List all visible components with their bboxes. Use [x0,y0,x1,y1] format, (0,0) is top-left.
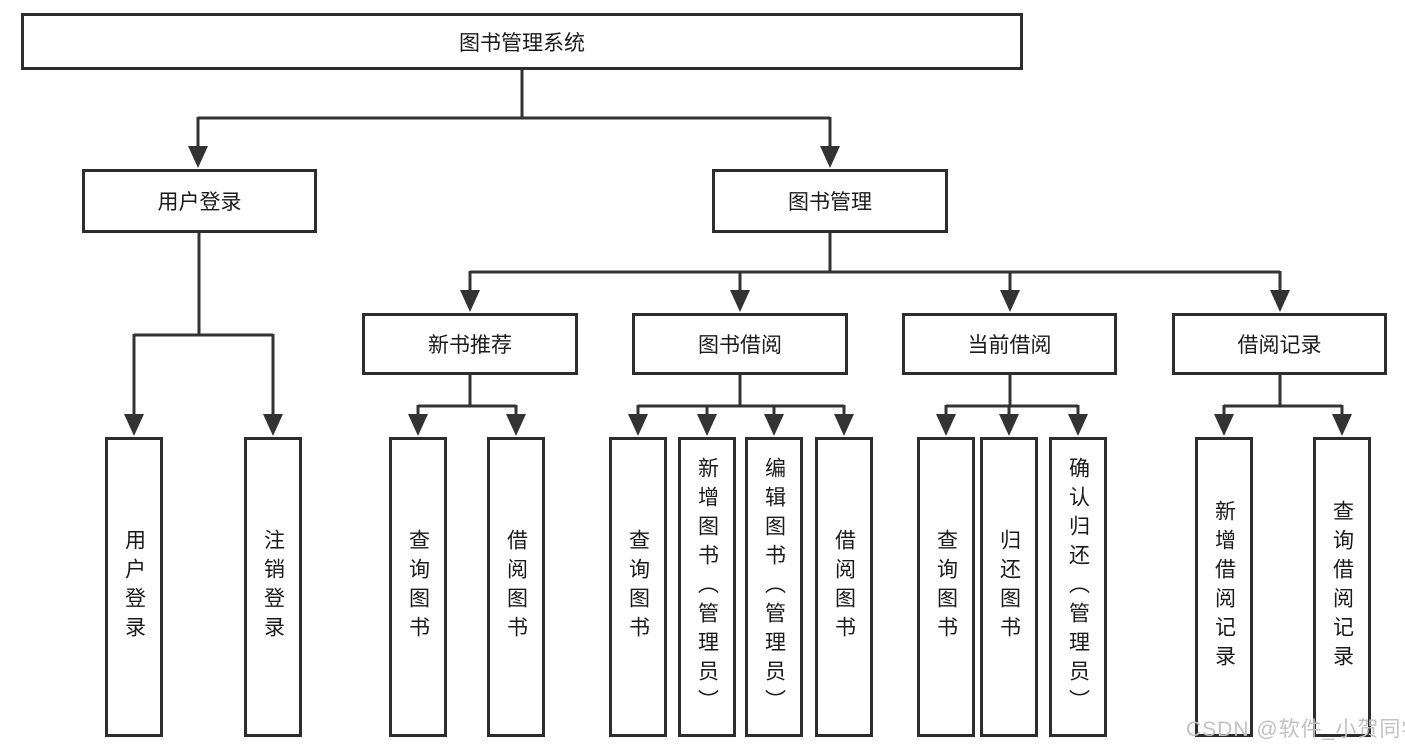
node-book-borrowing: 图书借阅 [632,313,848,375]
leaf-query-books-current: 查询图书 [917,437,975,737]
leaf-label: 注销登录 [261,529,285,645]
connector-segments [132,70,1344,414]
leaf-label: 查询图书 [626,529,650,645]
leaf-add-borrow-record: 新增借阅记录 [1195,437,1253,737]
csdn-watermark: CSDN @软件_小贺同学 [1186,718,1405,741]
leaf-return-books: 归还图书 [980,437,1038,737]
node-label: 图书借阅 [698,334,782,357]
node-label: 图书管理 [788,191,872,214]
leaf-label: 借阅图书 [832,529,856,645]
leaf-borrow-books-borrowing: 借阅图书 [815,437,873,737]
leaf-label: 归还图书 [997,529,1021,645]
leaf-confirm-return-admin: 确认归还（管理员） [1049,437,1107,737]
leaf-label: 查询图书 [934,529,958,645]
leaf-borrow-books-recommend: 借阅图书 [487,437,545,737]
leaf-label: 用户登录 [122,529,146,645]
arrowheads [124,146,1352,436]
node-label: 用户登录 [157,191,242,214]
leaf-query-borrow-record: 查询借阅记录 [1313,437,1371,737]
node-label: 借阅记录 [1237,334,1322,357]
leaf-edit-book-admin: 编辑图书（管理员） [745,437,803,737]
leaf-logout: 注销登录 [244,437,302,737]
node-user-login: 用户登录 [82,169,317,233]
leaf-label: 查询借阅记录 [1330,500,1354,674]
leaf-label: 新增图书（管理员） [695,456,719,718]
leaf-query-books-borrowing: 查询图书 [609,437,667,737]
leaf-label: 确认归还（管理员） [1066,456,1090,718]
leaf-label: 编辑图书（管理员） [762,456,786,718]
node-label: 新书推荐 [428,334,512,357]
leaf-label: 借阅图书 [504,529,528,645]
node-borrowing-records: 借阅记录 [1172,313,1387,375]
leaf-label: 新增借阅记录 [1212,500,1236,674]
node-new-book-recommendation: 新书推荐 [362,313,578,375]
node-label: 图书管理系统 [459,31,585,55]
leaf-user-login: 用户登录 [105,437,163,737]
node-label: 当前借阅 [967,334,1052,357]
leaf-label: 查询图书 [406,529,430,645]
node-book-management: 图书管理 [712,169,948,233]
leaf-query-books-recommend: 查询图书 [389,437,447,737]
leaf-add-book-admin: 新增图书（管理员） [678,437,736,737]
node-current-borrowing: 当前借阅 [902,313,1117,375]
node-library-system: 图书管理系统 [21,13,1023,70]
